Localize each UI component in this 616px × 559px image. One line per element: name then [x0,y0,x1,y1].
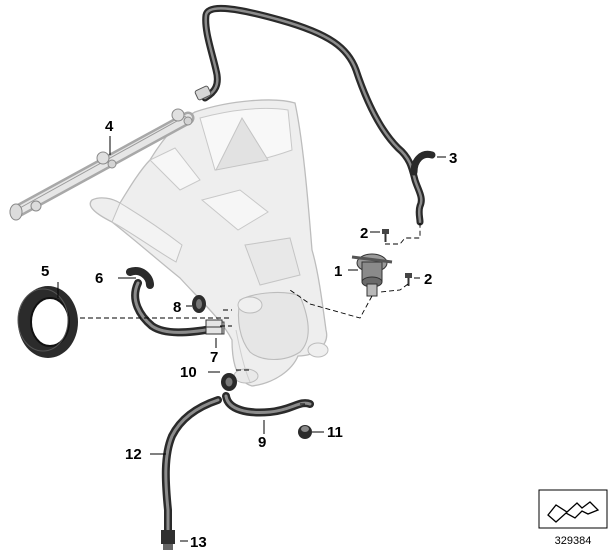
callout-2a: 2 [360,225,368,242]
vent-hose [194,4,436,226]
callout-6: 6 [95,270,103,287]
hose-clamp [192,295,206,313]
callout-4: 4 [105,118,114,135]
callout-1: 1 [334,263,342,280]
fuel-tank [89,99,329,387]
callout-10: 10 [180,364,197,381]
fuel-rail [9,108,195,221]
callout-9: 9 [258,434,266,451]
hose-clip [221,373,237,391]
arrow-symbol-icon [547,501,600,523]
callout-2b: 2 [424,271,432,288]
seal-ring [17,286,78,358]
screw-right [405,273,412,286]
callout-7: 7 [210,349,218,366]
screw-top [382,229,389,242]
fitting-13 [161,530,175,550]
callout-13: 13 [190,534,207,551]
callout-12: 12 [125,446,142,463]
callout-8: 8 [173,299,181,316]
hose-9 [222,392,314,417]
connector [205,319,223,335]
cap-11 [298,425,312,439]
callout-5: 5 [41,263,49,280]
leader-lines [57,136,446,542]
pressure-valve [351,253,393,297]
hose-12 [161,396,222,534]
callout-11: 11 [327,424,343,441]
diagram-code: 329384 [555,535,592,547]
callout-3: 3 [449,150,457,167]
diagram-reference: 329384 [538,489,608,547]
